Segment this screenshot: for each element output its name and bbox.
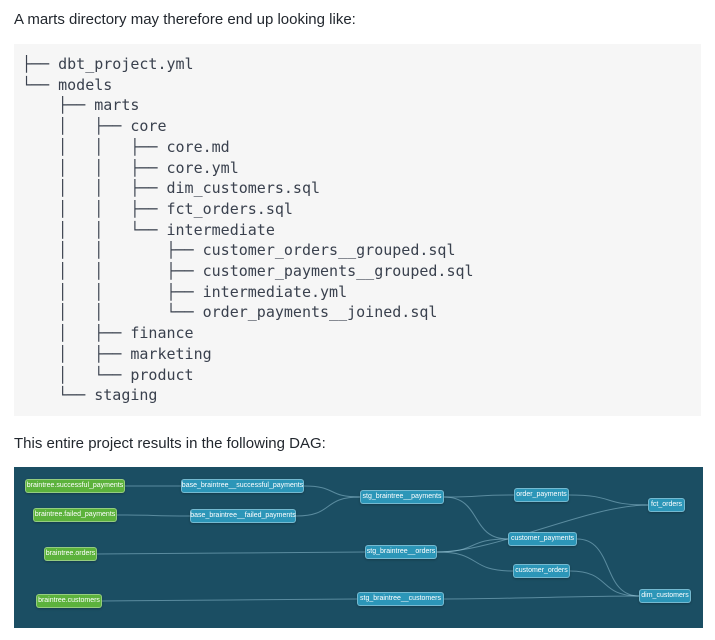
dag-node-braintree.orders: braintree.orders: [44, 546, 97, 561]
dag-edge-order_payments-to-fct_orders: [568, 494, 649, 506]
dag-node-dim_customers: dim_customers: [639, 588, 691, 603]
dag-node-customer_orders: customer_orders: [513, 563, 570, 578]
dag-node-braintree.customers: braintree.customers: [36, 593, 102, 608]
dag-edge-stg_braintree__orders-to-fct_orders: [436, 504, 649, 553]
dag-node-base_braintree__failed_payments: base_braintree__failed_payments: [190, 508, 296, 523]
dag-image: braintree.successful_payments braintree.f…: [14, 466, 703, 628]
dag-node-stg_braintree__payments: stg_braintree__payments: [360, 489, 444, 504]
dag-edge-stg_braintree__customers-to-dim_customers: [443, 595, 640, 600]
dag-edge-base_braintree__successful_payments-to-stg_braintree__payments: [303, 485, 361, 498]
dag-node-stg_braintree__orders: stg_braintree__orders: [365, 544, 437, 559]
dag-edge-stg_braintree__payments-to-customer_payments: [443, 496, 509, 540]
intro-paragraph: A marts directory may therefore end up l…: [14, 11, 356, 28]
dag-edge-braintree.customers-to-stg_braintree__customers: [101, 598, 358, 602]
dag-edge-customer_payments-to-dim_customers: [576, 538, 640, 597]
dag-edge-braintree.failed_payments-to-base_braintree__failed_payments: [116, 514, 191, 517]
dag-edge-customer_orders-to-dim_customers: [569, 570, 640, 597]
dag-node-braintree.successful_payments: braintree.successful_payments: [25, 478, 125, 493]
dag-node-braintree.failed_payments: braintree.failed_payments: [33, 507, 117, 522]
directory-tree-code-block: ├── dbt_project.yml └── models ├── marts…: [14, 44, 701, 416]
dag-node-order_payments: order_payments: [514, 487, 569, 502]
dag-edge-stg_braintree__orders-to-customer_payments: [436, 538, 509, 553]
dag-node-fct_orders: fct_orders: [648, 497, 685, 512]
dag-edge-stg_braintree__orders-to-customer_orders: [436, 551, 514, 572]
dag-intro-paragraph: This entire project results in the follo…: [14, 434, 326, 452]
dag-edge-base_braintree__failed_payments-to-stg_braintree__payments: [295, 496, 361, 517]
dag-edge-braintree.orders-to-stg_braintree__orders: [96, 551, 366, 555]
dag-edge-stg_braintree__payments-to-order_payments: [443, 494, 515, 498]
dag-edges-layer: [96, 485, 649, 602]
dag-node-customer_payments: customer_payments: [508, 531, 577, 546]
dag-node-base_braintree__successful_payments: base_braintree__successful_payments: [181, 478, 304, 493]
dag-node-stg_braintree__customers: stg_braintree__customers: [357, 591, 444, 606]
